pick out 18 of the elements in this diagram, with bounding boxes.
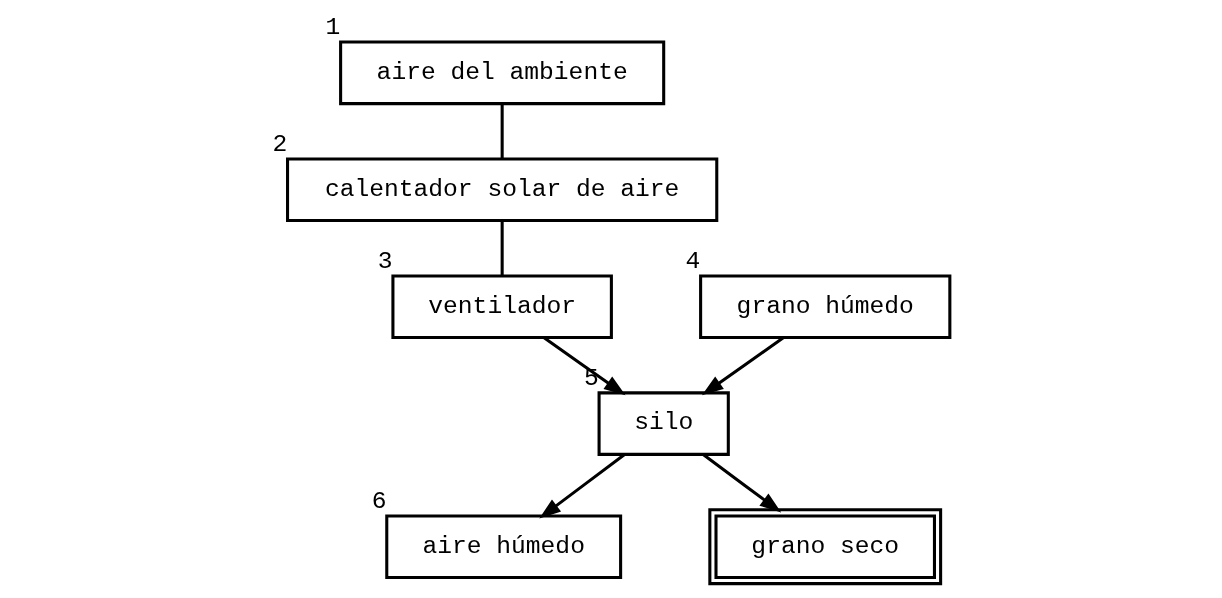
- arrow: [542, 336, 626, 396]
- connector: [500, 103, 504, 159]
- node-label: 6: [371, 487, 387, 515]
- node-label: 4: [685, 247, 701, 275]
- arrow: [701, 336, 785, 396]
- node-box: aire del ambiente: [339, 40, 666, 106]
- node-box: aire húmedo: [385, 514, 623, 579]
- node-label: 3: [377, 247, 393, 275]
- node-box: grano seco: [708, 508, 943, 586]
- arrow: [539, 453, 626, 519]
- node-box: ventilador: [391, 274, 613, 339]
- node-label: 1: [325, 14, 341, 42]
- arrow: [702, 453, 782, 513]
- node-label: 2: [272, 131, 288, 158]
- node-box: silo: [597, 391, 730, 456]
- node-box: grano húmedo: [699, 274, 952, 339]
- node-box: calentador solar de aire: [286, 157, 719, 223]
- connector: [500, 220, 504, 276]
